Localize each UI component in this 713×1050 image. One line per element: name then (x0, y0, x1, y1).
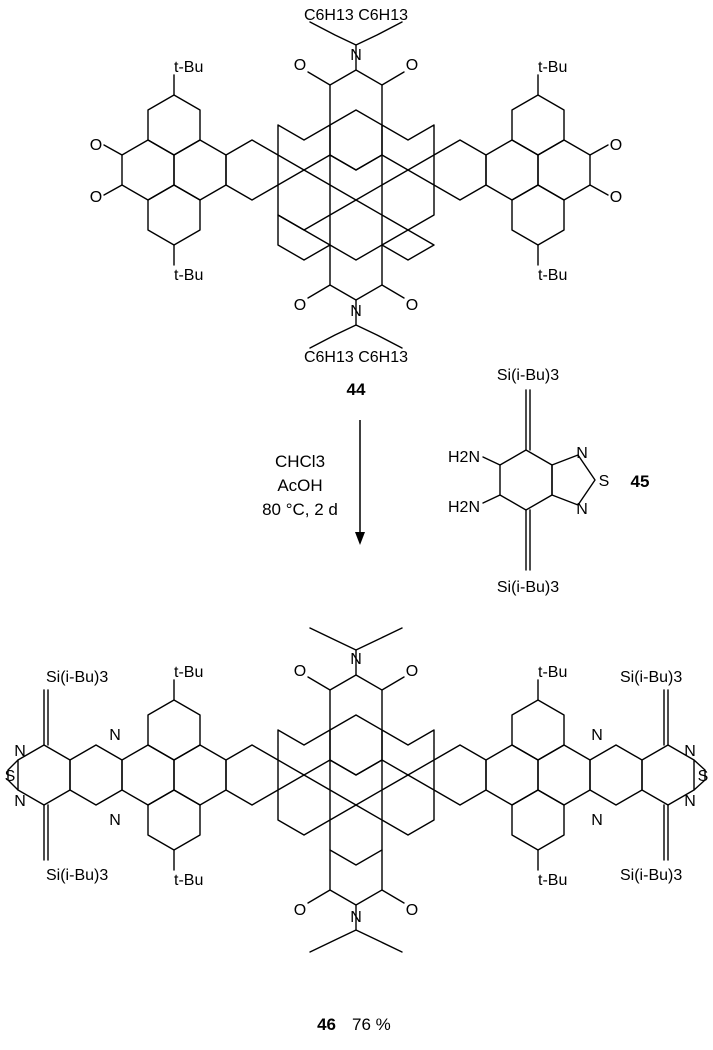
compound-46-silyl-4: Si(i-Bu)3 (620, 867, 682, 884)
compound-44-oxo-3: O (294, 297, 306, 314)
compound-44-tbu-2: t-Bu (174, 267, 203, 284)
compound-46-tbu-4: t-Bu (538, 872, 567, 889)
compound-46-thiadiazole-n-4: N (684, 793, 696, 810)
compound-44-oxo-4: O (406, 297, 418, 314)
compound-46-tbu-3: t-Bu (538, 664, 567, 681)
compound-44-core-rings (103, 21, 609, 349)
compound-45-silyl-top: Si(i-Bu)3 (497, 367, 559, 384)
compound-44-chain-bottom: C6H13 C6H13 (304, 349, 408, 366)
condition-solvent-2: AcOH (277, 476, 322, 495)
condition-temp-time: 80 °C, 2 d (262, 500, 338, 519)
condition-solvent-1: CHCl3 (275, 452, 325, 471)
compound-46-tbu-1: t-Bu (174, 664, 203, 681)
compound-44-tbu-1: t-Bu (174, 59, 203, 76)
compound-44-oxo-7: O (610, 137, 622, 154)
compound-45-silyl-bottom: Si(i-Bu)3 (497, 579, 559, 596)
compound-46-pyrazine-n-2: N (109, 812, 121, 829)
compound-46-thiadiazole-n-1: N (14, 743, 26, 760)
compound-45-n-2: N (576, 501, 588, 518)
compound-46-structure: N N O O O O t-Bu t-Bu t-Bu t-Bu N N N N … (5, 627, 709, 953)
compound-44-number: 44 (347, 380, 366, 399)
compound-46-oxo-2: O (406, 663, 418, 680)
compound-46-imide-n-top: N (350, 651, 362, 668)
compound-45-number: 45 (631, 472, 650, 491)
compound-46-thiadiazole-n-3: N (684, 743, 696, 760)
compound-46-oxo-4: O (406, 902, 418, 919)
compound-45-amine-1: H2N (448, 449, 480, 466)
compound-44-imide-n-bottom: N (350, 303, 362, 320)
compound-46-imide-n-bottom: N (350, 909, 362, 926)
compound-44-tbu-4: t-Bu (538, 267, 567, 284)
compound-44-oxo-1: O (294, 57, 306, 74)
reaction-arrow (355, 420, 365, 545)
compound-45-structure: Si(i-Bu)3 Si(i-Bu)3 H2N H2N N N S (448, 367, 609, 596)
compound-46-number: 46 (317, 1015, 336, 1034)
compound-46-pyrazine-n-3: N (591, 727, 603, 744)
compound-46-thiadiazole-n-2: N (14, 793, 26, 810)
compound-44-oxo-8: O (610, 189, 622, 206)
compound-45-n-1: N (576, 445, 588, 462)
compound-44-oxo-5: O (90, 137, 102, 154)
compound-46-thiadiazole-s-2: S (698, 768, 709, 785)
compound-44-imide-n-top: N (350, 47, 362, 64)
compound-46-oxo-1: O (294, 663, 306, 680)
compound-46-thiadiazole-s-1: S (5, 768, 16, 785)
compound-46-silyl-3: Si(i-Bu)3 (620, 669, 682, 686)
compound-46-silyl-1: Si(i-Bu)3 (46, 669, 108, 686)
compound-46-pyrazine-n-4: N (591, 812, 603, 829)
compound-45-amine-2: H2N (448, 499, 480, 516)
compound-46-pyrazine-n-1: N (109, 727, 121, 744)
compound-45-s: S (599, 473, 610, 490)
compound-44-tbu-3: t-Bu (538, 59, 567, 76)
compound-46-yield: 76 % (352, 1015, 391, 1034)
compound-44-oxo-2: O (406, 57, 418, 74)
compound-44-oxo-6: O (90, 189, 102, 206)
compound-46-silyl-2: Si(i-Bu)3 (46, 867, 108, 884)
compound-44-structure: N N O O O O O O O O t-Bu t-Bu t-Bu t-Bu … (90, 7, 622, 366)
compound-46-tbu-2: t-Bu (174, 872, 203, 889)
compound-46-oxo-3: O (294, 902, 306, 919)
compound-44-chain-top: C6H13 C6H13 (304, 7, 408, 24)
